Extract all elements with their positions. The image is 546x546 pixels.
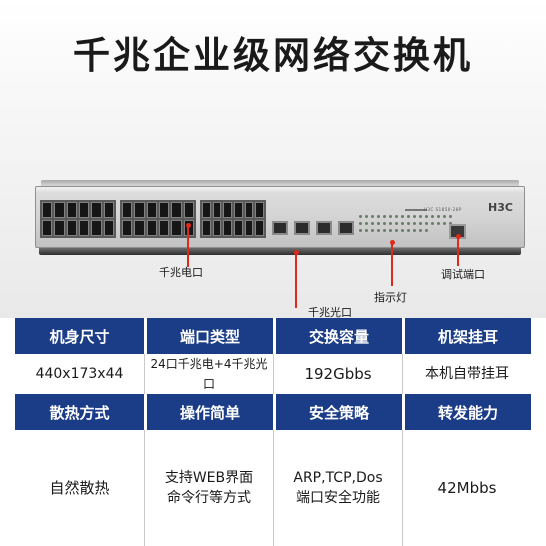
model-text: H3C S1850-28P: [424, 207, 462, 212]
sfp-port: [338, 221, 354, 235]
chassis-base: [39, 248, 521, 255]
brand-logo: H3C: [488, 201, 513, 214]
rj45-port-group-2: [120, 200, 196, 238]
callout-line-indicator: [391, 242, 393, 286]
spec-value: 支持WEB界面 命令行等方式: [144, 430, 273, 546]
callout-dot-electric: [185, 223, 191, 228]
spec-header: 交换容量: [273, 318, 402, 354]
spec-value: 自然散热: [15, 430, 144, 546]
spec-value: ARP,TCP,Dos 端口安全功能: [273, 430, 402, 546]
console-port-label: 调试端口: [441, 268, 485, 281]
spec-value: 本机自带挂耳: [402, 354, 531, 394]
spec-header: 散热方式: [15, 394, 144, 430]
product-photo-area: [0, 0, 546, 318]
sfp-port-group: [272, 218, 354, 235]
rj45-port-group-3: [200, 200, 266, 238]
callout-dot-optical: [293, 250, 299, 255]
page-title: 千兆企业级网络交换机: [73, 34, 473, 77]
indicator-label: 指示灯: [374, 291, 407, 304]
spec-value: 24口千兆电+4千兆光口: [144, 354, 273, 394]
callout-dot-indicator: [389, 240, 395, 245]
callout-dot-console: [455, 234, 461, 239]
switch-device: H3C S1850-28P H3C: [35, 180, 525, 256]
sfp-port: [316, 221, 332, 235]
rj45-port-group-1: [40, 200, 116, 238]
sfp-port: [272, 221, 288, 235]
chassis-top-edge: [41, 180, 519, 186]
optical-port-label: 千兆光口: [308, 306, 352, 319]
spec-value: 192Gbbs: [273, 354, 402, 394]
electric-port-label: 千兆电口: [159, 266, 203, 279]
spec-header: 安全策略: [273, 394, 402, 430]
spec-header: 机架挂耳: [402, 318, 531, 354]
spec-header: 机身尺寸: [15, 318, 144, 354]
spec-value: 440x173x44: [15, 354, 144, 394]
spec-header: 端口类型: [144, 318, 273, 354]
sfp-port: [294, 221, 310, 235]
led-indicator-panel: [359, 207, 452, 237]
spec-header: 转发能力: [402, 394, 531, 430]
callout-line-console: [457, 236, 459, 266]
callout-line-electric: [187, 225, 189, 267]
spec-header: 操作简单: [144, 394, 273, 430]
spec-table: 机身尺寸 端口类型 交换容量 机架挂耳 440x173x44 24口千兆电+4千…: [15, 318, 531, 546]
switch-chassis: H3C S1850-28P H3C: [35, 186, 525, 248]
callout-line-optical: [295, 252, 297, 308]
spec-value: 42Mbbs: [402, 430, 531, 546]
